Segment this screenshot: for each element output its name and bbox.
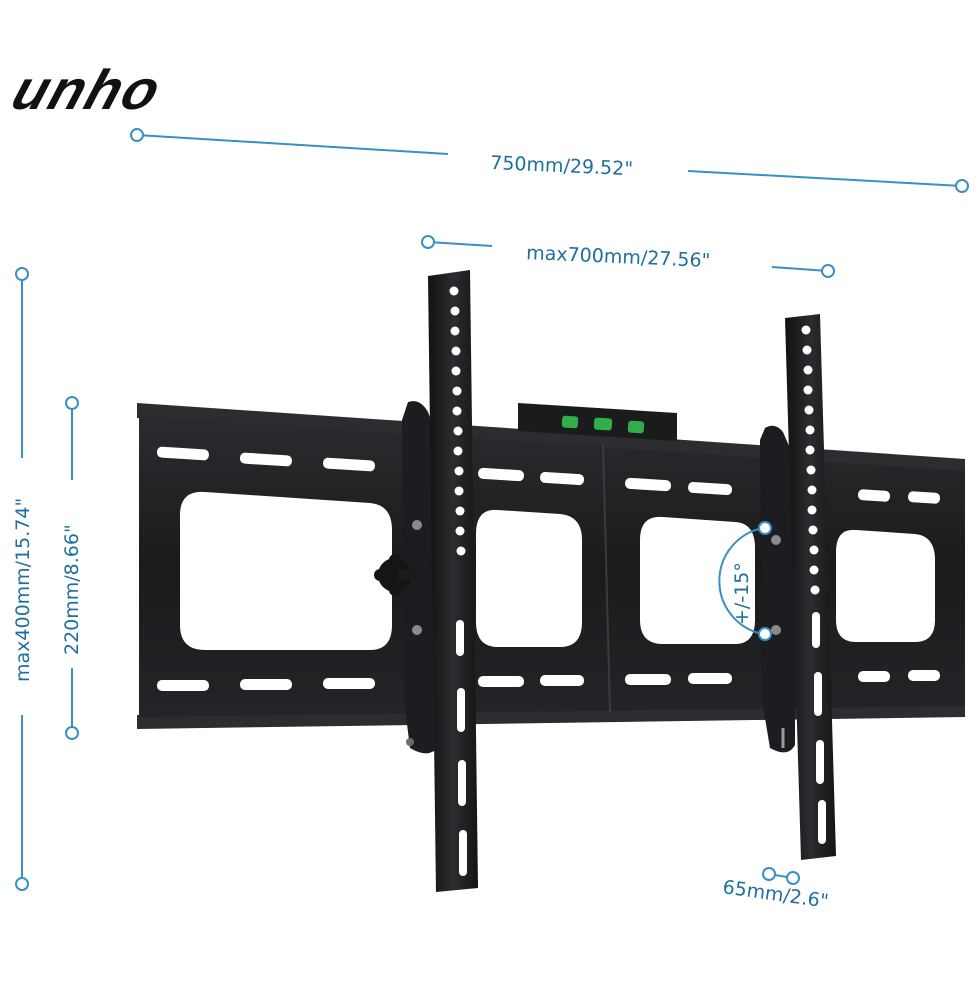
dimension-wall-depth (762, 867, 800, 885)
tilt-label: +/-15° (731, 562, 753, 625)
dimension-vesa-width (421, 235, 835, 278)
tilt-knob (374, 554, 420, 596)
brand-logo: unho (5, 58, 171, 121)
dimension-vesa-height (15, 267, 29, 891)
vesa-width-label: max700mm/27.56" (526, 242, 711, 272)
vesa-height-label: max400mm/15.74" (12, 498, 34, 682)
bracket-height-label: 220mm/8.66" (61, 524, 83, 655)
dimension-tilt (718, 521, 772, 641)
dimension-bracket-height (65, 396, 79, 740)
left-tilt-arm (374, 270, 478, 892)
dimension-overall-width (130, 128, 969, 193)
right-tilt-arm (760, 314, 836, 860)
wall-depth-label: 65mm/2.6" (721, 876, 830, 913)
bubble-level (518, 403, 677, 441)
wall-plate (137, 403, 965, 729)
overall-width-label: 750mm/29.52" (490, 152, 634, 180)
